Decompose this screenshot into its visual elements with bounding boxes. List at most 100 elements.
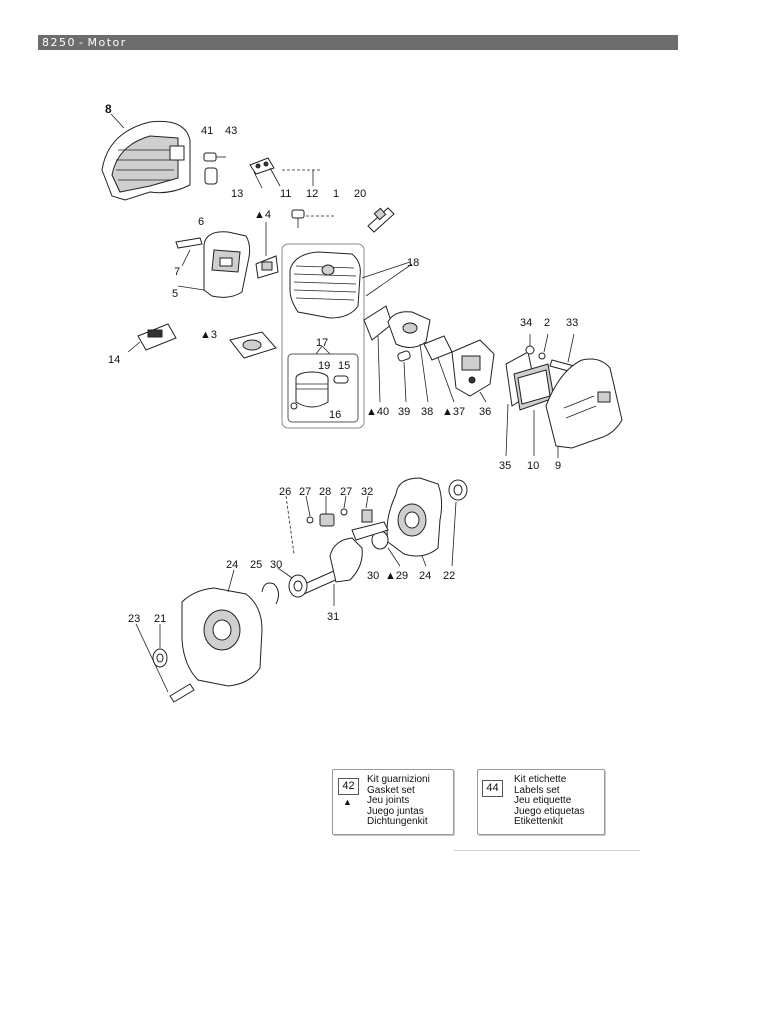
callout-9: 9 (555, 460, 561, 472)
callout-40: ▲40 (366, 406, 389, 418)
legend-labels-kit-es: Juego etiquetas (514, 805, 585, 817)
part-34-washer (525, 345, 535, 355)
callout-24b: 24 (419, 570, 431, 582)
section-title: Motor (87, 36, 127, 49)
part-18-cylinder (289, 251, 361, 319)
legend-gasket-kit-marker: ▲ (343, 797, 352, 807)
part-11-clip (249, 157, 275, 175)
callout-31: 31 (327, 611, 339, 623)
part-1-bolt (291, 209, 305, 228)
legend-gasket-kit-en: Gasket set (367, 784, 415, 796)
callout-20: 20 (354, 188, 366, 200)
part-4-gasket (255, 255, 279, 279)
part-27-washer (306, 508, 348, 524)
callout-23: 23 (128, 613, 140, 625)
legend-labels-kit-it: Kit etichette (514, 774, 567, 785)
section-header: 8250-Motor (38, 35, 678, 50)
callout-10: 10 (527, 460, 539, 472)
callout-34: 34 (520, 317, 532, 329)
part-28-bearing (319, 513, 335, 527)
callout-18: 18 (407, 257, 419, 269)
callout-22: 22 (443, 570, 455, 582)
callout-26: 26 (279, 486, 291, 498)
part-3-gasket (229, 331, 277, 359)
callout-28: 28 (319, 486, 331, 498)
part-22-seal (448, 479, 468, 501)
model-number: 8250 (42, 36, 76, 49)
legend-gasket-kit: 42 ▲ Kit guarnizioni Gasket set Jeu join… (332, 769, 454, 835)
callout-21: 21 (154, 613, 166, 625)
callout-30a: 30 (270, 559, 282, 571)
callout-32: 32 (361, 486, 373, 498)
callout-43: 43 (225, 125, 237, 137)
header-separator: - (79, 36, 85, 49)
callout-5: 5 (172, 288, 178, 300)
callout-38: 38 (421, 406, 433, 418)
part-8-starter-cover (101, 120, 191, 201)
callout-2: 2 (544, 317, 550, 329)
legend-gasket-kit-fr: Jeu joints (367, 795, 410, 806)
callout-12: 12 (306, 188, 318, 200)
callout-1: 1 (333, 188, 339, 200)
legend-labels-kit-text: Kit etichette Labels set Jeu etiquette J… (514, 774, 585, 828)
part-31-crankshaft (299, 521, 389, 595)
callout-27b: 27 (340, 486, 352, 498)
part-16-piston (290, 371, 329, 410)
callout-19: 19 (318, 360, 330, 372)
callout-17: 17 (316, 337, 328, 349)
part-5-muffler (203, 231, 251, 298)
part-25-circlip (261, 582, 280, 605)
part-13-nut (204, 167, 218, 185)
legend-gasket-kit-es: Juego juntas (367, 805, 424, 817)
callout-7: 7 (174, 266, 180, 278)
callout-27a: 27 (299, 486, 311, 498)
callout-4: ▲4 (254, 209, 271, 221)
legend-labels-kit-de: Etikettenkit (514, 816, 563, 827)
callout-30b: 30 (367, 570, 379, 582)
callout-14: 14 (108, 354, 120, 366)
callout-35: 35 (499, 460, 511, 472)
callout-13: 13 (231, 188, 243, 200)
legend-labels-kit: 44 Kit etichette Labels set Jeu etiquett… (477, 769, 605, 835)
part-6-screw (175, 237, 203, 249)
callout-39: 39 (398, 406, 410, 418)
part-39-bolt (397, 350, 411, 362)
legend-gasket-kit-number: 42 (338, 778, 359, 795)
part-23-bolt (169, 683, 195, 703)
part-30-bearing (288, 574, 308, 598)
legend-labels-kit-number: 44 (482, 780, 503, 797)
part-10-air-filter (513, 363, 555, 411)
callout-8: 8 (105, 102, 112, 116)
callout-29: ▲29 (385, 570, 408, 582)
callout-16: 16 (329, 409, 341, 421)
callout-11: 11 (280, 188, 291, 200)
part-14-block (137, 323, 177, 351)
callout-3: ▲3 (200, 329, 217, 341)
legend-labels-kit-fr: Jeu etiquette (514, 795, 572, 806)
part-20-spark-plug (367, 207, 395, 233)
part-36-carburetor (451, 339, 495, 397)
legend-gasket-kit-text: Kit guarnizioni Gasket set Jeu joints Ju… (367, 774, 430, 828)
part-37-gasket (423, 335, 453, 361)
callout-25: 25 (250, 559, 262, 571)
part-21-washer (152, 648, 168, 668)
legend-labels-kit-en: Labels set (514, 784, 560, 796)
part-38-intake (387, 311, 431, 348)
callout-24a: 24 (226, 559, 238, 571)
callout-15: 15 (338, 360, 350, 372)
part-2-washer (538, 352, 546, 360)
callout-36: 36 (479, 406, 491, 418)
part-24-crankcase-left (181, 587, 263, 687)
part-32-key (361, 509, 373, 523)
callout-33: 33 (566, 317, 578, 329)
part-15-pin (333, 375, 349, 384)
part-41-screw (203, 152, 226, 162)
footer-divider (454, 850, 640, 851)
callout-41: 41 (201, 125, 213, 137)
legend-gasket-kit-it: Kit guarnizioni (367, 774, 430, 785)
part-40-gasket (363, 305, 393, 341)
part-9-air-cover (545, 358, 623, 449)
legend-gasket-kit-de: Dichtungenkit (367, 816, 428, 827)
callout-6: 6 (198, 216, 204, 228)
